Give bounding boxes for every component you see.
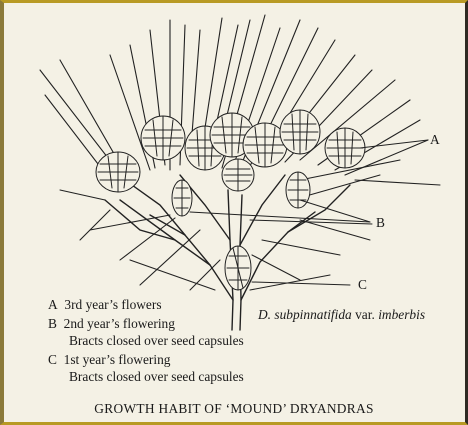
flower-heads <box>96 110 365 192</box>
label-c: C <box>358 277 367 293</box>
legend-text: 3rd year’s flowers <box>64 297 161 312</box>
legend-b-sub: Bracts closed over seed capsules <box>69 333 244 349</box>
species-var: var. <box>355 307 375 322</box>
legend-text: 1st year’s flowering <box>64 352 171 367</box>
species-variety: imberbis <box>378 307 425 322</box>
legend-b: B 2nd year’s flowering <box>48 316 175 332</box>
figure-caption: GROWTH HABIT OF ‘MOUND’ DRYANDRAS <box>0 401 468 417</box>
legend-c: C 1st year’s flowering <box>48 352 171 368</box>
legend-a: A 3rd year’s flowers <box>48 297 162 313</box>
species-genus: D. subpinnatifida <box>258 307 352 322</box>
legend-key: C <box>48 352 57 367</box>
label-a: A <box>430 132 440 148</box>
legend-key: B <box>48 316 57 331</box>
legend-text: 2nd year’s flowering <box>64 316 175 331</box>
legend-c-sub: Bracts closed over seed capsules <box>69 369 244 385</box>
species-name: D. subpinnatifida var. imberbis <box>258 307 425 323</box>
label-b: B <box>376 215 385 231</box>
legend-key: A <box>48 297 58 312</box>
